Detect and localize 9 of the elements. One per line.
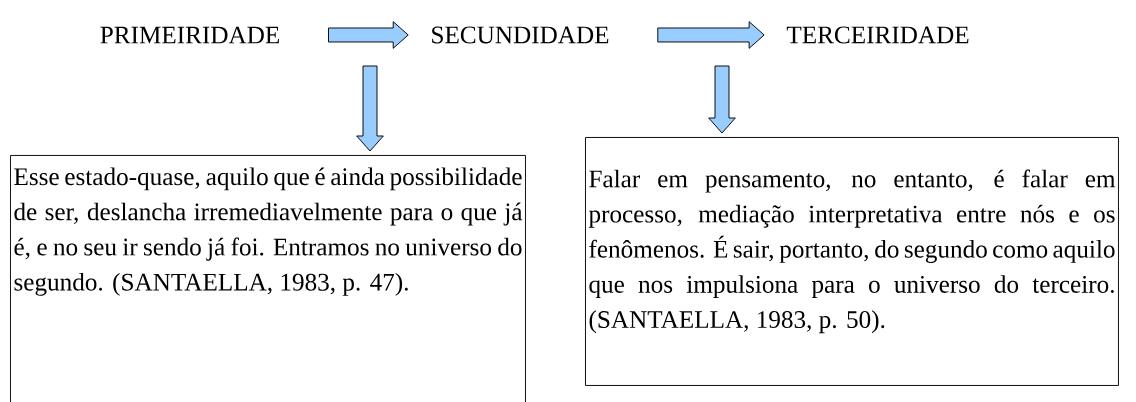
block-arrow: [328, 21, 409, 49]
concept-label: PRIMEIRIDADE: [100, 26, 279, 44]
quote-box: Esse estado-quase, aquilo que é ainda possibilidade de ser, deslancha irremediavelmente para o que já é, e no seu ir sendo já foi. Entramos no universo do segundo. (SANTAELLA, 1983, p. 47).: [10, 155, 526, 402]
quote-box: Falar em pensamento, no entanto, é falar em processo, mediação interpretativa entre nós e os fenômenos. É sair, portanto, do segundo como aquilo que nos impulsiona para o universo do terceiro. (SANTAELLA, 1983, p. 50).: [585, 137, 1119, 386]
block-arrow: [356, 65, 384, 152]
concept-label: TERCEIRIDADE: [786, 26, 969, 44]
concept-label: SECUNDIDADE: [432, 26, 609, 44]
block-arrow: [708, 65, 736, 134]
block-arrow: [657, 21, 765, 49]
